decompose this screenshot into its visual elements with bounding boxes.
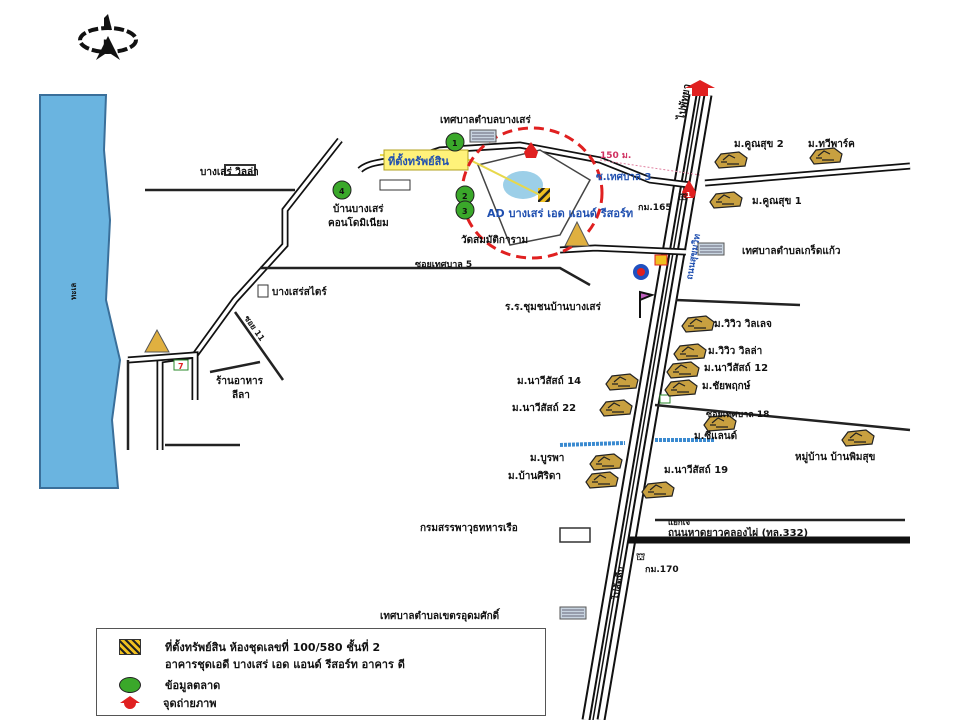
temple-icon	[564, 220, 590, 247]
soi-tessaban-5-label: ซอยเทศบาล 5	[415, 260, 472, 270]
village-icon	[585, 471, 619, 489]
junction-label: แยกเจ	[668, 518, 690, 527]
village-label: ม.นาวีสัสถ์ 22	[512, 402, 576, 414]
store-icon	[654, 254, 668, 266]
red-photo-point-icon	[120, 696, 140, 709]
village-icon	[714, 151, 748, 169]
marker-1: 1	[452, 139, 458, 148]
village-label: ม.วิวิว วิลล่า	[708, 345, 762, 357]
village-icon	[841, 429, 875, 447]
ad-resort-label: AD บางเสร่ เอด แอนด์ รีสอร์ท	[487, 207, 633, 220]
map-labels: เทศบาลตำบลบางเสร่ 150 ม. ซ.เทศบาล 3 กม.1…	[200, 114, 876, 622]
km-post-icon: ⛫	[678, 192, 687, 203]
village-label: ม.วิวิว วิลเลจ	[714, 318, 772, 330]
village-icon	[605, 373, 639, 391]
legend-text: จุดถ่ายภาพ	[163, 697, 217, 710]
restaurant-name-label: ลีลา	[232, 389, 250, 401]
seven-eleven-icon	[173, 359, 189, 371]
building-icon	[379, 179, 411, 191]
legend-item-market: ข้อมูลตลาด	[119, 676, 220, 694]
marker-2: 2	[462, 192, 468, 201]
village-label: ม.นาวีสัสถ์ 12	[704, 362, 768, 374]
distance-line	[599, 159, 701, 176]
office-building-icon	[697, 242, 725, 256]
village-icon	[681, 315, 715, 333]
market-data-markers: 1 2 3 4	[332, 132, 475, 220]
village-label: ม.คูณสุข 2	[734, 139, 784, 151]
village-label: ม.บ้านศิริดา	[508, 470, 561, 482]
legend-text: อาคารชุดเอดี บางเสร่ เอด แอนด์ รีสอร์ท อ…	[165, 658, 405, 671]
village-icon	[641, 481, 675, 499]
navy-dept-label: กรมสรรพาวุธทหารเรือ	[420, 522, 518, 534]
km-post-icon: ⛫	[636, 552, 645, 563]
village-icon	[666, 361, 700, 379]
building-icon	[257, 284, 269, 298]
marker-3: 3	[462, 207, 468, 216]
legend-text: ข้อมูลตลาด	[165, 679, 221, 692]
legend-item-photo: จุดถ่ายภาพ	[119, 694, 217, 712]
stream	[559, 438, 715, 447]
green-circle-icon	[119, 677, 141, 693]
marker-4: 4	[339, 187, 345, 196]
village-label: ม.นาวีสัสถ์ 14	[517, 375, 581, 387]
distance-label: 150 ม.	[600, 151, 631, 161]
soi-tessaban-3-label: ซ.เทศบาล 3	[596, 172, 652, 183]
village-icon	[599, 399, 633, 417]
village-label: ม.ซีแลนด์	[694, 430, 737, 442]
sukhumvit-highway	[581, 94, 713, 720]
sea-river	[39, 94, 122, 489]
to-pattaya-arrow-icon	[685, 80, 715, 96]
km165-label: กม.165	[638, 203, 672, 213]
flag-icon	[639, 290, 656, 318]
wat-label: วัดสมมัติการาม	[461, 234, 528, 246]
svg-text:7: 7	[178, 362, 184, 371]
building-icon	[224, 164, 256, 176]
navy-building-icon	[559, 527, 591, 543]
soi-tessaban-18-label: ซอยเทศบาล 18	[706, 410, 769, 420]
village-icon	[673, 343, 707, 361]
km170-label: กม.170	[645, 565, 679, 575]
map-legend: ที่ตั้งทรัพย์สิน ห้องชุดเลขที่ 100/580 ช…	[96, 628, 546, 716]
village-label: ม.ชัยพฤกษ์	[702, 380, 751, 392]
office-building-icon	[469, 129, 497, 143]
bangsaray-psi-label: บางเสร่สไตร์	[272, 285, 327, 298]
svg-text:1: 1	[686, 191, 691, 199]
property-location-label: ที่ตั้งทรัพย์สิน	[388, 153, 449, 168]
north-arrow-icon: N	[78, 14, 138, 60]
village-label: ม.คูณสุข 1	[752, 196, 802, 208]
village-label: ม.ทวีพาร์ค	[808, 138, 855, 150]
baan-bangsaray-label: บ้านบางเสร่	[333, 203, 384, 215]
sea-label: ทะเล	[69, 283, 78, 300]
village-label: ม.บูรพา	[530, 453, 564, 465]
tessaban-bangsaray-label: เทศบาลตำบลบางเสร่	[440, 114, 531, 126]
tessaban-kledkaew-label: เทศบาลตำบลเกร็ดแก้ว	[742, 243, 841, 257]
property-hatch-icon	[119, 639, 141, 655]
temple-icon	[144, 328, 170, 353]
village-icon	[809, 147, 843, 165]
project-site: ที่ตั้งทรัพย์สิน	[379, 149, 592, 246]
seven-eleven-icon	[659, 394, 671, 404]
condominium-label: คอนโดมิเนียม	[328, 216, 389, 229]
school-label: ร.ร.ชุมชนบ้านบางเสร่	[505, 301, 602, 313]
office-building-icon	[559, 606, 587, 620]
restaurant-label: ร้านอาหาร	[216, 375, 264, 387]
highway-332-label: ถนนหาดยาวคลองไผ่ (ทล.332)	[668, 526, 808, 539]
village-label: ม.นาวีสัสถ์ 19	[664, 464, 728, 476]
village-icon	[709, 191, 743, 209]
north-label: N	[103, 39, 111, 49]
village-icon	[589, 453, 623, 471]
village-icon	[664, 379, 698, 397]
bangsaray-villa-label: บางเสร่ วิลล่า	[200, 166, 259, 178]
legend-item-property: ที่ตั้งทรัพย์สิน ห้องชุดเลขที่ 100/580 ช…	[119, 639, 405, 673]
photo-point-icon: 1	[524, 142, 696, 199]
village-label: หมู่บ้าน บ้านพิมสุข	[795, 451, 876, 464]
tessaban-south-label: เทศบาลตำบลเขตรอุดมศักดิ์	[380, 608, 501, 622]
legend-text: ที่ตั้งทรัพย์สิน ห้องชุดเลขที่ 100/580 ช…	[165, 641, 381, 654]
property-hatch-icon	[538, 188, 550, 202]
